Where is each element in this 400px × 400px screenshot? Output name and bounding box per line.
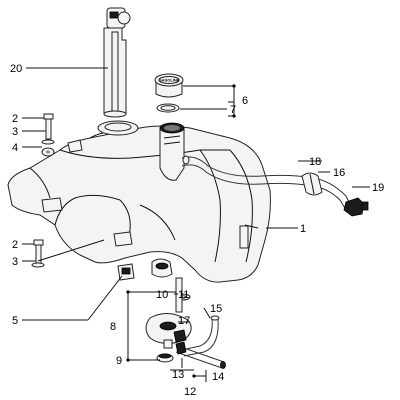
washer-part-3-lower <box>31 262 45 268</box>
label-18: 18 <box>309 156 321 168</box>
label-2-upper: 2 <box>12 113 18 125</box>
label-19: 19 <box>372 182 384 194</box>
bolt-part-2-upper <box>43 113 54 140</box>
label-13: 13 <box>172 369 184 381</box>
fuel-cap-part-6: GASOLINE <box>154 73 184 98</box>
grommet-part-4 <box>41 147 55 157</box>
hose-end-part-19 <box>343 197 369 217</box>
label-11: 11 <box>178 289 189 301</box>
label-2-lower: 2 <box>12 239 18 251</box>
fuel-hose-part-15 <box>181 315 220 357</box>
leader-dots <box>126 84 236 378</box>
label-1: 1 <box>300 223 306 235</box>
label-6: 6 <box>242 95 248 107</box>
callout-labels: 20 2 3 4 2 3 5 6 7 1 18 16 19 8 9 10 11 … <box>10 63 384 398</box>
label-3-lower: 3 <box>12 256 18 268</box>
label-20: 20 <box>10 63 22 75</box>
hose-clip-part-13 <box>175 341 187 355</box>
label-17: 17 <box>178 315 190 327</box>
hose-clip-part-17 <box>173 329 187 343</box>
cap-text: GASOLINE <box>159 78 180 83</box>
label-15: 15 <box>210 303 222 315</box>
hose-clamp-part-16 <box>301 172 323 196</box>
label-8: 8 <box>110 321 116 333</box>
gasket-part-7 <box>156 103 180 113</box>
label-5: 5 <box>12 315 18 327</box>
label-3-upper: 3 <box>12 126 18 138</box>
label-10: 10 <box>156 289 168 301</box>
filler-neck <box>159 122 185 181</box>
label-7: 7 <box>230 104 236 116</box>
label-9: 9 <box>116 355 122 367</box>
label-12: 12 <box>184 386 196 398</box>
washer-part-3-upper <box>41 139 55 145</box>
filter-part-9 <box>156 353 174 363</box>
filler-tube-part-20 <box>103 7 131 118</box>
leader-lines <box>22 67 370 382</box>
fuel-tank <box>7 120 271 283</box>
hose-clamp-part-10 <box>151 258 173 278</box>
label-4: 4 <box>12 142 18 154</box>
label-16: 16 <box>333 167 345 179</box>
label-14: 14 <box>212 371 224 383</box>
